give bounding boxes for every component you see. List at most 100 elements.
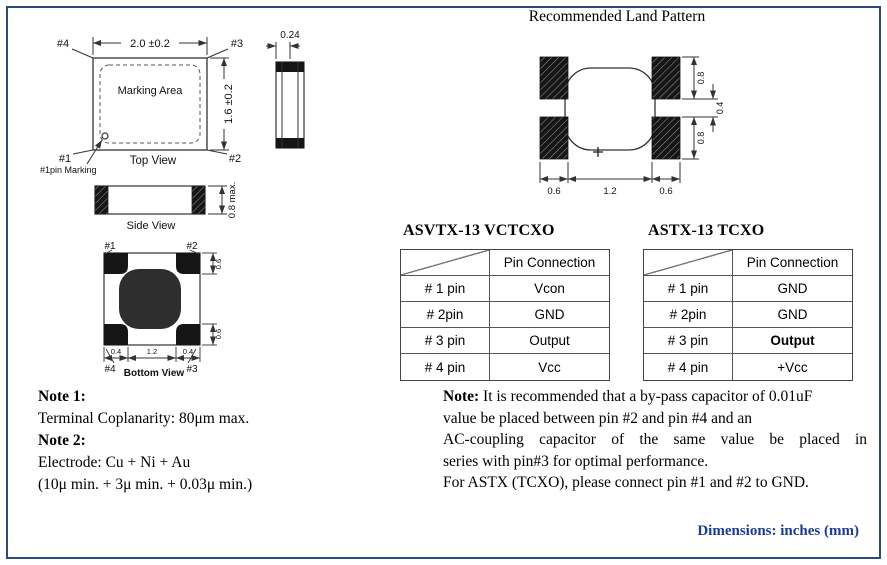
- pin-cell: # 2pin: [644, 302, 733, 328]
- terminal-width-dimension: [266, 42, 300, 59]
- pin-corner-leaders: [71, 48, 229, 155]
- pin-cell: # 1 pin: [644, 276, 733, 302]
- pin-leaders: [104, 249, 200, 364]
- pad-height-top-label: 0.6: [214, 259, 223, 269]
- pin-cell: # 4 pin: [644, 354, 733, 380]
- end-view-drawing: 0.24: [266, 30, 305, 149]
- bottom-view-drawing: 0.6 0.6 0.4 1.2 0.4 #1 #2 #4 #3 Bottom V…: [103, 241, 223, 379]
- land-pad-bottom-right: [651, 116, 681, 160]
- pad-width-left-label: 0.6: [547, 186, 560, 197]
- note-title: Note:: [443, 388, 480, 405]
- pad-2: [176, 253, 200, 274]
- pin4-label: #4: [104, 364, 116, 375]
- width-dimension-label: 2.0 ±0.2: [130, 38, 170, 50]
- pad-gap-label: 0.4: [715, 102, 725, 115]
- pad-3: [176, 324, 200, 345]
- pin-cell: # 3 pin: [644, 328, 733, 354]
- side-view-label: Side View: [127, 220, 176, 232]
- table-header-pin-connection: Pin Connection: [733, 250, 852, 276]
- center-metal-pad: [119, 269, 181, 329]
- note-line2: value be placed between pin #2 and pin #…: [443, 409, 753, 427]
- note2-text-line2: (10μ min. + 3μ min. + 0.03μ min.): [38, 476, 253, 493]
- height-dimension: [208, 185, 227, 215]
- connection-cell: Vcc: [538, 359, 561, 375]
- top-terminal-band: [276, 62, 304, 72]
- marking-area-label: Marking Area: [118, 85, 184, 97]
- side-view-drawing: 0.8 max. Side View: [94, 182, 238, 232]
- pin3-label: #3: [231, 38, 243, 50]
- table-title-vctcxo: ASVTX-13 VCTCXO: [403, 222, 555, 239]
- pad-height-top-label: 0.8: [696, 72, 706, 85]
- pin-cell: # 3 pin: [401, 328, 490, 354]
- connection-cell: Output: [490, 328, 609, 354]
- pin1-marking-dot: [101, 132, 109, 140]
- body-outline: [275, 61, 305, 149]
- note-line1-wrap: Note: It is recommended that a by-pass c…: [443, 386, 867, 408]
- note2-title: Note 2:: [38, 432, 86, 449]
- corner-pads: [104, 253, 200, 345]
- pin1-label: #1: [104, 241, 116, 252]
- note-line4: series with pin#3 for optimal performanc…: [443, 452, 709, 470]
- height-dimension: [210, 57, 229, 151]
- top-view-label: Top View: [130, 155, 177, 167]
- dim-left-label: 0.4: [111, 347, 121, 356]
- pad-height-bottom-label: 0.6: [214, 329, 223, 339]
- package-outline: [92, 57, 208, 151]
- pin-table-vctcxo: Pin Connection # 1 pin Vcon # 2pin GND #…: [400, 249, 610, 381]
- alignment-cross-mark: [593, 147, 603, 157]
- land-pattern-title: Recommended Land Pattern: [528, 8, 706, 25]
- bottom-dimensions: [103, 347, 201, 362]
- top-view-drawing: Marking Area 2.0 ±0.2 1.6 ±0.2 #4 #3 #1 …: [40, 37, 243, 175]
- land-pad-bottom-left: [539, 116, 569, 160]
- width-dimension: [92, 37, 208, 55]
- pin-cell: # 2pin: [401, 302, 490, 328]
- dimensions-units-note: Dimensions: inches (mm): [697, 523, 859, 539]
- note-right: Note: It is recommended that a by-pass c…: [443, 386, 867, 494]
- bottom-dimensions: [539, 162, 681, 183]
- dim-right-label: 0.4: [183, 347, 193, 356]
- table-title-tcxo: ASTX-13 TCXO: [648, 222, 765, 239]
- body-outline: [94, 185, 206, 215]
- pad-height-bottom-label: 0.8: [696, 132, 706, 145]
- right-dimensions: [682, 56, 718, 160]
- pad-4: [104, 324, 128, 345]
- connection-cell: GND: [733, 302, 852, 328]
- land-pad-top-left: [539, 56, 569, 100]
- pad-height-dimensions: [202, 252, 217, 346]
- note1-text: Terminal Coplanarity: 80μm max.: [38, 410, 250, 427]
- pin1-label: #1: [59, 153, 71, 165]
- page-border: [6, 6, 881, 559]
- left-terminal: [94, 185, 109, 215]
- note1-title: Note 1:: [38, 388, 86, 405]
- note-line5: For ASTX (TCXO), please connect pin #1 a…: [443, 474, 809, 491]
- span-center-label: 1.2: [603, 186, 616, 197]
- pin-table-tcxo: Pin Connection # 1 pin GND # 2pin GND # …: [643, 249, 853, 381]
- pin1-marking-label: #1pin Marking: [40, 165, 97, 175]
- body-edge-lines: [281, 62, 299, 148]
- land-pad-top-right: [651, 56, 681, 100]
- connection-cell: GND: [733, 276, 852, 302]
- pin1-marking-leader: [86, 139, 103, 165]
- notes-left: Note 1: Terminal Coplanarity: 80μm max. …: [38, 386, 252, 496]
- pin2-label: #2: [229, 153, 241, 165]
- bottom-view-label: Bottom View: [124, 368, 185, 379]
- connection-cell: Output: [733, 328, 852, 354]
- marking-area-outline: [99, 64, 201, 144]
- terminal-width-label: 0.24: [280, 30, 300, 41]
- connection-cell: GND: [490, 302, 609, 328]
- pin3-label: #3: [186, 364, 198, 375]
- pin4-label: #4: [57, 38, 69, 50]
- land-pattern-drawing: 0.8 0.4 0.8 0.6 1.2 0.6: [539, 56, 725, 197]
- connection-cell: +Vcc: [777, 359, 808, 375]
- note-line1: It is recommended that a by-pass capacit…: [483, 388, 813, 405]
- dim-center-label: 1.2: [147, 347, 157, 356]
- right-terminal: [191, 185, 206, 215]
- land-pads: [539, 56, 681, 160]
- connection-cell: Vcon: [490, 276, 609, 302]
- package-outline-overlay: [564, 67, 656, 151]
- bottom-terminal-band: [276, 138, 304, 148]
- height-dimension-label: 1.6 ±0.2: [223, 84, 235, 124]
- height-dimension-label: 0.8 max.: [227, 182, 238, 218]
- pin2-label: #2: [186, 241, 198, 252]
- table-header-pin-connection: Pin Connection: [490, 250, 609, 276]
